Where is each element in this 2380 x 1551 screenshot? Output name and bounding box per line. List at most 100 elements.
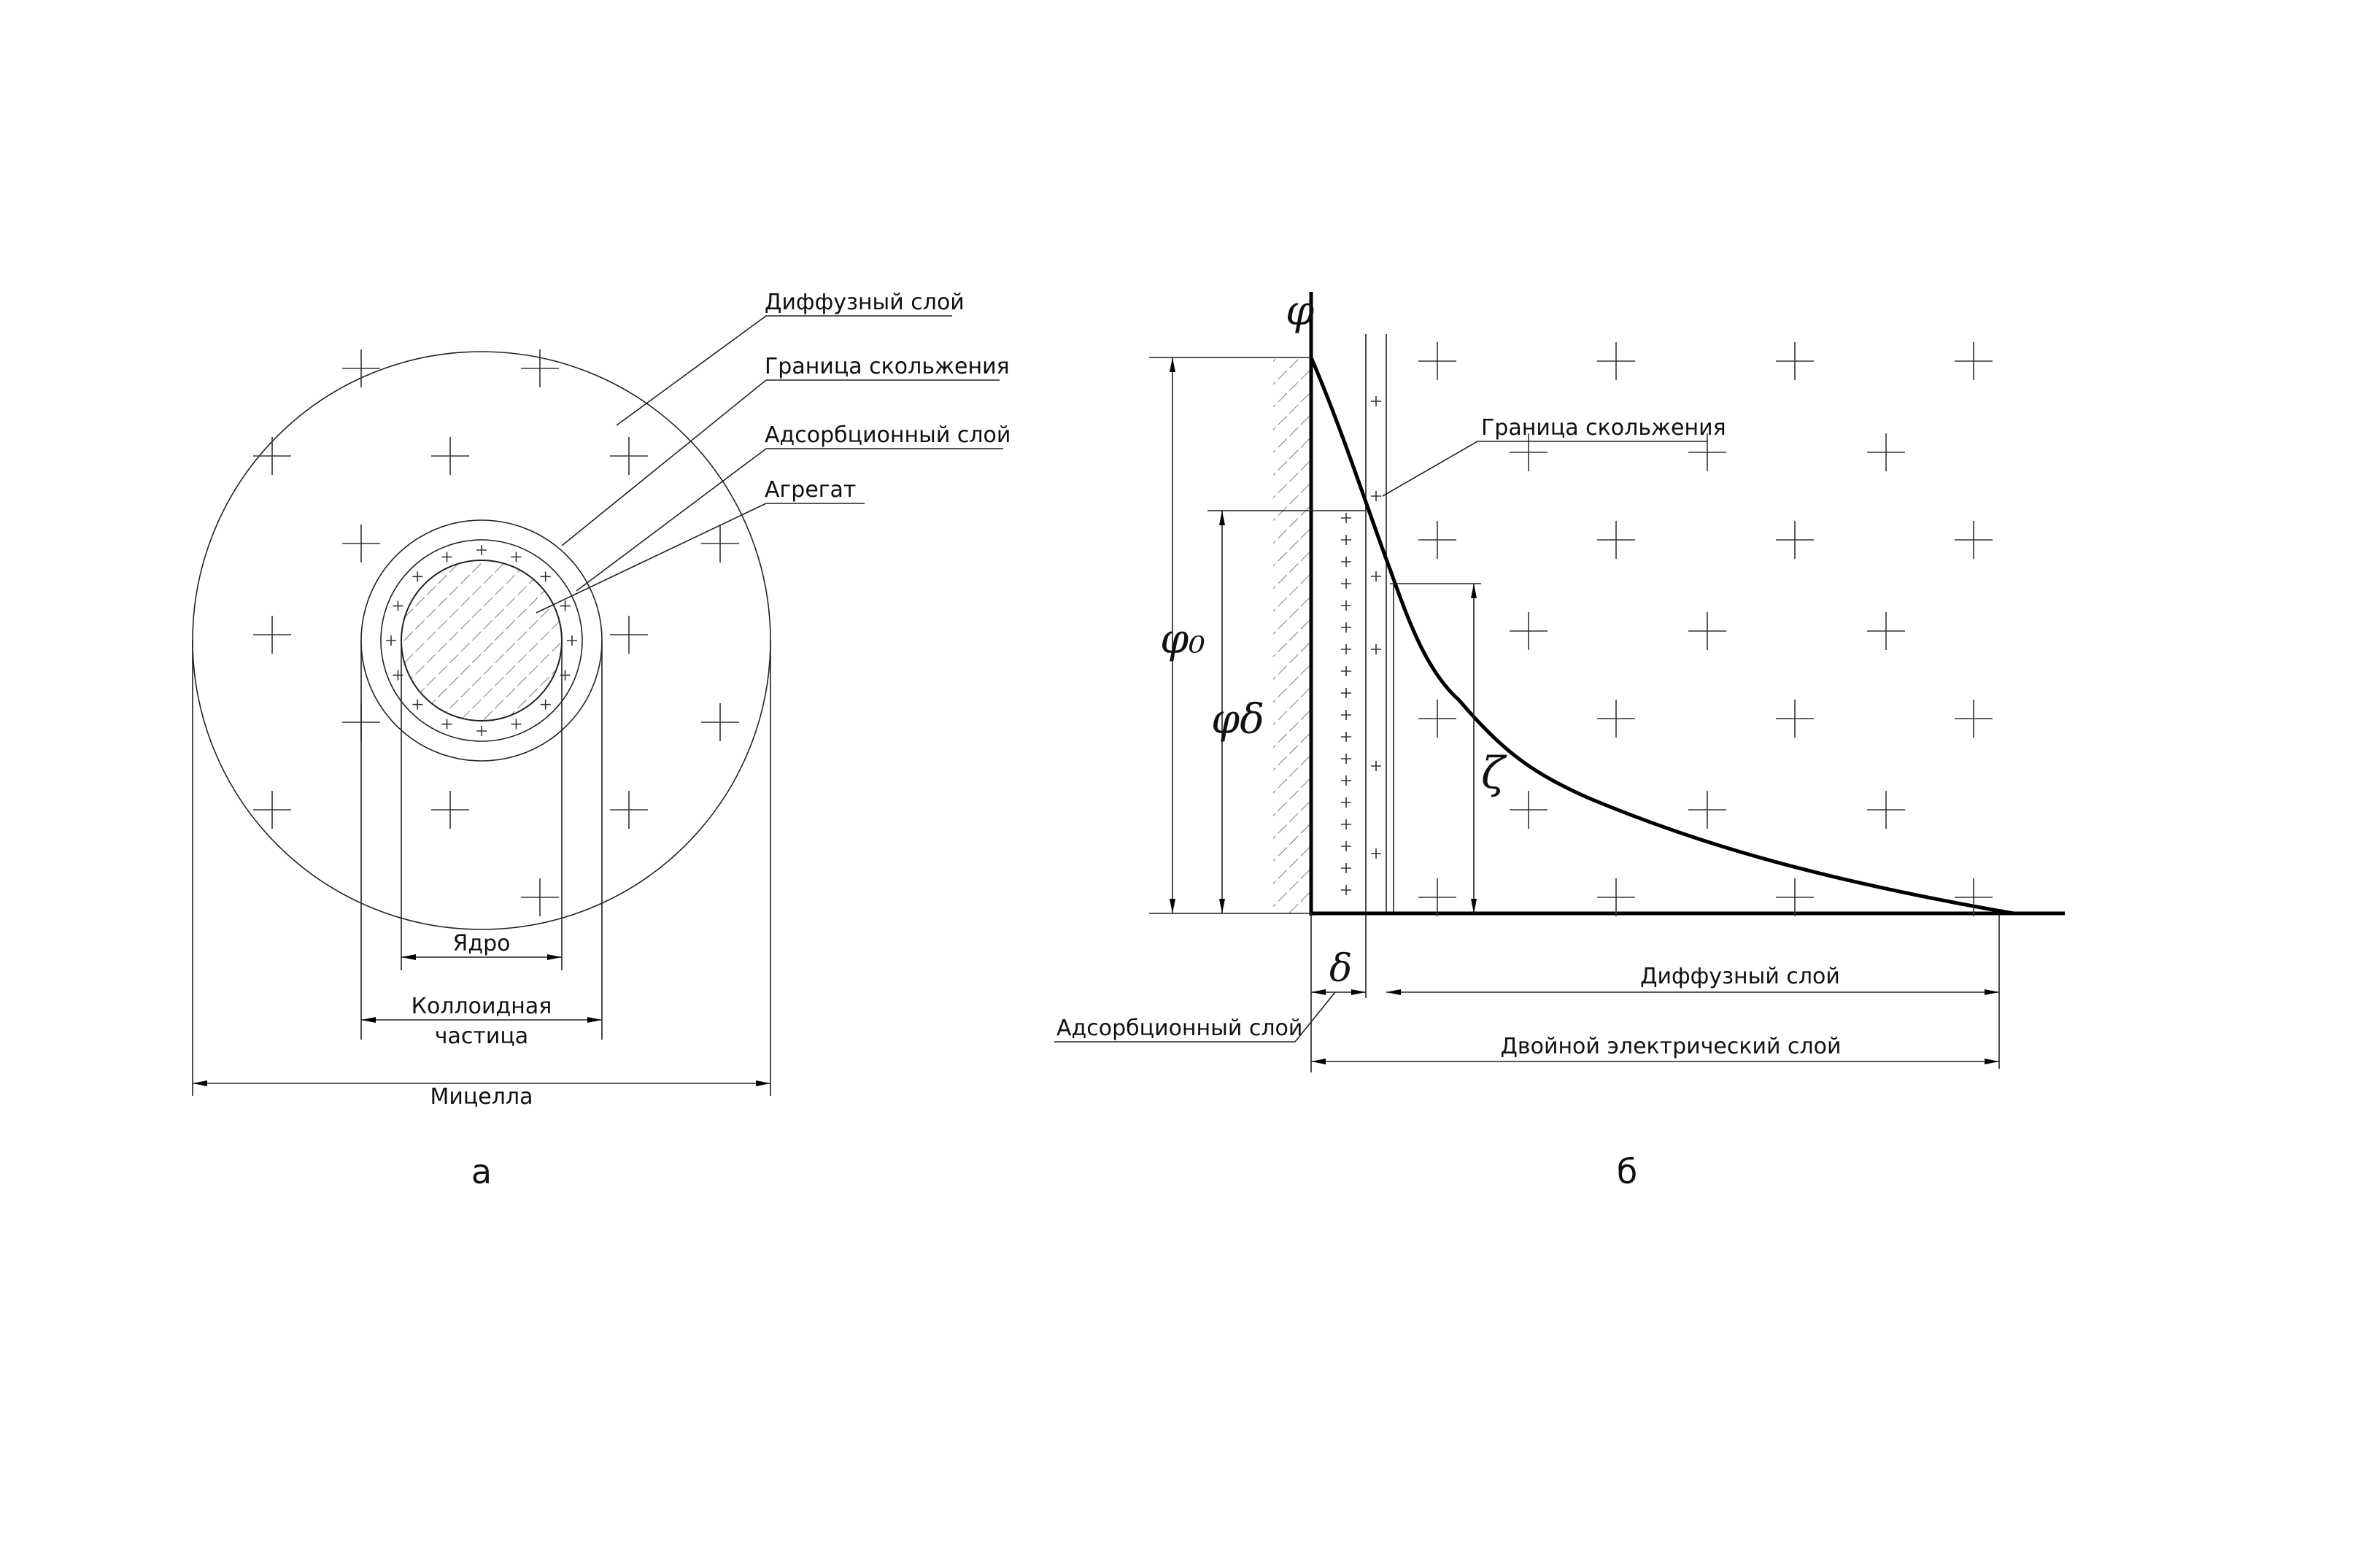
figure-a-dimensions [193, 954, 770, 1086]
symbol-phi-delta: φδ [1211, 696, 1264, 743]
label-colloid-particle-1: Коллоидная [412, 994, 552, 1019]
label-colloid-particle-2: частица [435, 1024, 528, 1049]
plus-charge-icon [1688, 612, 1726, 650]
plus-charge-icon [253, 616, 291, 654]
plus-charge-icon [441, 552, 452, 562]
figure-a-micelle: Диффузный слой Граница скольжения Адсорб… [192, 290, 1011, 1191]
plus-charge-icon [1341, 863, 1351, 873]
plus-charge-icon [1341, 666, 1351, 676]
plus-charge-icon [1867, 612, 1905, 650]
plus-charge-icon [386, 635, 396, 646]
plus-charge-icon [511, 552, 522, 562]
caption-a: а [471, 1152, 492, 1191]
symbol-phi: φ [1286, 287, 1314, 335]
plus-charge-icon [1597, 521, 1635, 559]
plus-charge-icon [511, 719, 522, 730]
label-diffuse-layer: Диффузный слой [765, 290, 965, 315]
aggregate-core [401, 560, 563, 722]
plus-charge-icon [1341, 710, 1351, 720]
plus-charge-icon [253, 437, 291, 475]
plus-charge-icon [567, 635, 577, 646]
plus-charge-icon [1597, 878, 1635, 916]
reference-lines [1149, 357, 1481, 914]
plus-charge-icon [342, 349, 380, 387]
symbol-zeta: ζ [1481, 748, 1507, 799]
plus-charge-icon [431, 791, 469, 829]
label-adsorption-layer-b: Адсорбционный слой [1056, 1016, 1302, 1041]
plus-charge-icon [1955, 700, 1993, 738]
plus-charge-icon [1341, 557, 1351, 567]
symbol-phi0: φ₀ [1160, 616, 1205, 663]
plus-charge-icon [1955, 342, 1993, 380]
plus-charge-icon [1341, 513, 1351, 523]
plus-charge-icon [1418, 342, 1456, 380]
plus-charge-icon [1341, 754, 1351, 764]
solid-surface-hatch [1273, 357, 1311, 913]
plus-charge-icon [1510, 433, 1548, 471]
plus-charge-icon [1341, 579, 1351, 589]
label-double-layer: Двойной электрический слой [1500, 1034, 1841, 1059]
plus-charge-icon [1955, 878, 1993, 916]
plus-charge-icon [1418, 521, 1456, 559]
plus-charge-icon [610, 616, 648, 654]
plus-charge-icon [1341, 797, 1351, 808]
plus-charge-icon [412, 571, 423, 582]
plus-charge-icon [1371, 761, 1381, 771]
plus-charge-icon [1418, 878, 1456, 916]
plus-charge-icon [431, 437, 469, 475]
plus-charge-icon [1867, 791, 1905, 829]
plus-charge-icon [1371, 644, 1381, 654]
plus-charge-icon [1341, 732, 1351, 742]
plus-charge-icon [610, 437, 648, 475]
figure-a-extension-lines [192, 641, 771, 1096]
plus-charge-icon [521, 878, 559, 916]
plus-charge-icon [1371, 491, 1381, 501]
label-diffuse-layer-b: Диффузный слой [1640, 964, 1840, 989]
plus-charge-icon [1371, 396, 1381, 406]
figure-a-leaders [536, 315, 1003, 614]
adsorption-leader [1054, 991, 1336, 1043]
figure-b-dimensions [1170, 357, 1999, 1072]
plus-charge-icon [1341, 600, 1351, 611]
plus-charge-icon [1688, 791, 1726, 829]
plus-charge-icon [1341, 841, 1351, 851]
plus-charge-icon [1510, 612, 1548, 650]
plus-charge-icon [1341, 775, 1351, 786]
plus-charge-icon [1597, 342, 1635, 380]
adsorption-layer-circle [380, 539, 583, 742]
adsorption-charges-b [1341, 396, 1381, 895]
diffuse-charges-b [1418, 342, 1993, 916]
plus-charge-icon [1688, 433, 1726, 471]
plus-charge-icon [1867, 433, 1905, 471]
plus-charge-icon [540, 571, 551, 582]
caption-b: б [1617, 1152, 1637, 1191]
plus-charge-icon [1341, 885, 1351, 895]
label-slip-boundary-b: Граница скольжения [1481, 415, 1726, 441]
plus-charge-icon [412, 699, 423, 710]
figure-b-double-layer: φ φ₀ φδ ζ δ Граница скольжения Диффузный… [1054, 287, 2065, 1191]
plus-charge-icon [476, 545, 487, 555]
plus-charge-icon [1955, 521, 1993, 559]
plus-charge-icon [1597, 700, 1635, 738]
plus-charge-icon [1776, 878, 1814, 916]
plus-charge-icon [1371, 848, 1381, 859]
plus-charge-icon [1341, 819, 1351, 829]
plus-charge-icon [393, 600, 403, 611]
plus-charge-icon [610, 791, 648, 829]
plus-charge-icon [441, 719, 452, 730]
plus-charge-icon [1776, 342, 1814, 380]
plus-charge-icon [1341, 644, 1351, 654]
plus-charge-icon [1510, 791, 1548, 829]
slip-boundary-leader [1382, 441, 1707, 497]
label-micelle: Мицелла [430, 1084, 533, 1110]
plus-charge-icon [540, 699, 551, 710]
potential-curve [1309, 357, 2014, 916]
layer-boundaries [1365, 334, 2000, 1069]
label-adsorption-layer: Адсорбционный слой [765, 422, 1011, 448]
plus-charge-icon [1341, 622, 1351, 633]
plus-charge-icon [1371, 571, 1381, 581]
plus-charge-icon [701, 525, 739, 562]
adsorption-charges [386, 545, 577, 736]
plus-charge-icon [521, 349, 559, 387]
